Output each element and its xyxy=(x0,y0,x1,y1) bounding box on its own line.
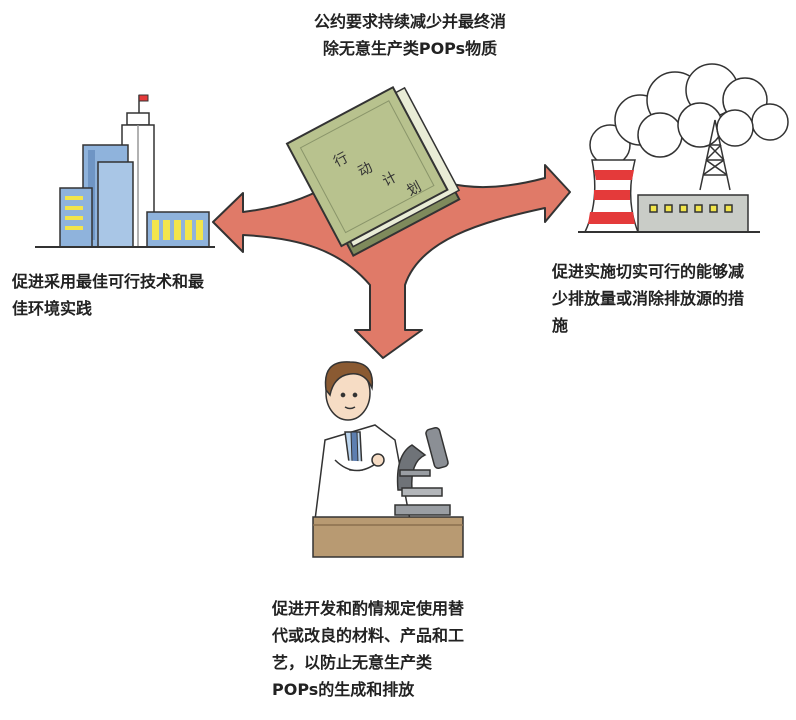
action-plan-book: 行 动 计 划 xyxy=(285,85,461,257)
caption-bottom: 促进开发和酌情规定使用替 代或改良的材料、产品和工 艺，以防止无意生产类 POP… xyxy=(272,599,465,699)
caption-right: 促进实施切实可行的能够减 少排放量或消除排放源的措 施 xyxy=(552,262,745,335)
book-title-char: 计 xyxy=(380,169,400,190)
caption-left: 促进采用最佳可行技术和最 佳环境实践 xyxy=(12,272,205,318)
smoke-cloud xyxy=(589,63,789,166)
scientist-illustration xyxy=(312,361,464,558)
city-buildings-illustration xyxy=(35,94,215,248)
factory-illustration xyxy=(578,63,789,233)
microscope-icon xyxy=(394,427,451,516)
book-title-char: 动 xyxy=(356,160,376,181)
book-title-char: 行 xyxy=(331,150,351,171)
caption-top: 公约要求持续减少并最终消 除无意生产类POPs物质 xyxy=(313,12,506,58)
book-title-char: 划 xyxy=(404,179,424,200)
